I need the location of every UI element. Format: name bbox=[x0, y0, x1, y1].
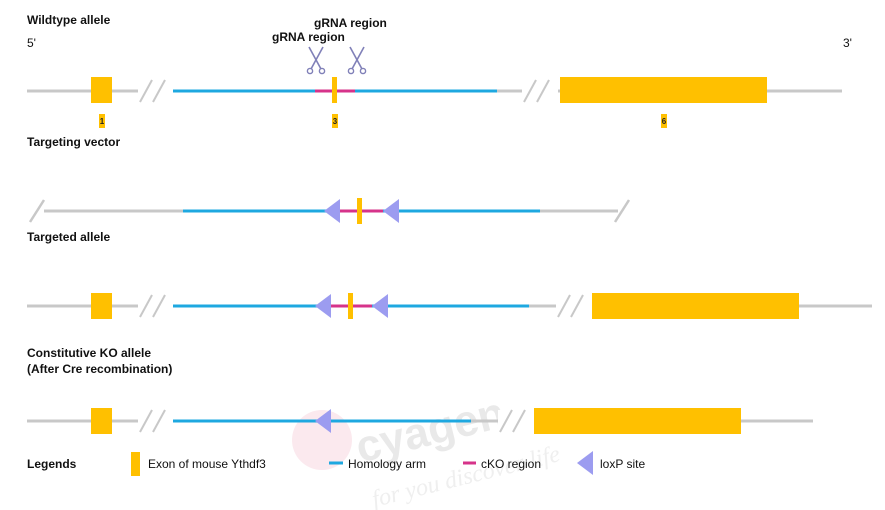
ko-allele-title: Constitutive KO allele bbox=[27, 346, 151, 360]
legend-cko-label: cKO region bbox=[481, 457, 541, 471]
legend-exon-label: Exon of mouse Ythdf3 bbox=[148, 457, 266, 471]
targeting-vector: Targeting vector bbox=[27, 135, 631, 224]
wildtype-exon-3 bbox=[332, 77, 337, 103]
watermark: cyagen for you discover life bbox=[292, 388, 563, 510]
exon-1-label: 1 bbox=[100, 117, 105, 126]
wildtype-exon-6 bbox=[560, 77, 767, 103]
exon-6-label: 6 bbox=[662, 117, 667, 126]
exon-3-label: 3 bbox=[333, 117, 338, 126]
targeted-break-1 bbox=[138, 295, 174, 317]
ko-allele: Constitutive KO allele (After Cre recomb… bbox=[27, 346, 813, 434]
legend-exon-swatch bbox=[131, 452, 140, 476]
ko-break-1 bbox=[138, 410, 174, 432]
ko-break-2 bbox=[498, 410, 534, 432]
loxp-site-icon bbox=[315, 294, 331, 318]
vector-exon-3 bbox=[357, 198, 362, 224]
targeted-exon-6 bbox=[592, 293, 799, 319]
loxp-site-icon bbox=[383, 199, 399, 223]
grna-region-label-upper: gRNA region bbox=[314, 16, 387, 30]
wildtype-allele: Wildtype allele 5' 3' 1 3 6 gRNA bbox=[27, 13, 852, 128]
loxp-site-icon bbox=[315, 409, 331, 433]
targeted-allele-title: Targeted allele bbox=[27, 230, 110, 244]
grna-region-label-lower: gRNA region bbox=[272, 30, 345, 44]
loxp-site-icon bbox=[577, 451, 593, 475]
targeted-allele: Targeted allele bbox=[27, 230, 872, 319]
legend-loxp-label: loxP site bbox=[600, 457, 645, 471]
watermark-logo-icon bbox=[292, 410, 352, 470]
wildtype-break-1 bbox=[138, 80, 174, 102]
scissors-icon bbox=[306, 46, 326, 75]
ko-exon-1 bbox=[91, 408, 112, 434]
vector-break-left bbox=[28, 199, 46, 223]
loxp-site-icon bbox=[372, 294, 388, 318]
targeted-exon-1 bbox=[91, 293, 112, 319]
loxp-site-icon bbox=[324, 199, 340, 223]
ko-exon-6 bbox=[534, 408, 741, 434]
targeted-exon-3 bbox=[348, 293, 353, 319]
legend-title: Legends bbox=[27, 457, 77, 471]
legend-homology-label: Homology arm bbox=[348, 457, 426, 471]
three-prime-label: 3' bbox=[843, 36, 852, 50]
vector-break-right bbox=[613, 199, 631, 223]
legend: Legends Exon of mouse Ythdf3 Homology ar… bbox=[27, 451, 645, 476]
targeting-vector-title: Targeting vector bbox=[27, 135, 120, 149]
wildtype-exon-1 bbox=[91, 77, 112, 103]
wildtype-allele-title: Wildtype allele bbox=[27, 13, 111, 27]
wildtype-break-2 bbox=[522, 80, 558, 102]
targeted-break-2 bbox=[556, 295, 592, 317]
scissors-icon bbox=[347, 46, 367, 75]
ko-allele-subtitle: (After Cre recombination) bbox=[27, 362, 172, 376]
five-prime-label: 5' bbox=[27, 36, 36, 50]
